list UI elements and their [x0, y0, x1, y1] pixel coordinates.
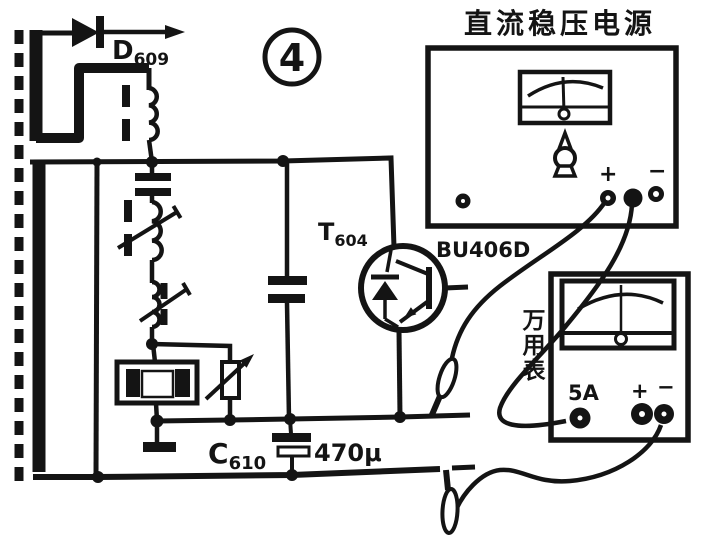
left-return-wire — [93, 161, 100, 478]
multimeter-terminal-5a-hole — [577, 415, 583, 421]
adjustable-coil-3-symbol — [138, 279, 192, 330]
transistor-part-label: BU406D — [436, 238, 530, 262]
mid-branch-wire — [284, 302, 292, 420]
current-arrow-icon — [165, 25, 185, 39]
multimeter-plus-label: + — [631, 379, 649, 403]
psu-minus-label: − — [648, 159, 666, 184]
emitter-wire — [396, 329, 403, 418]
coil-3-adjust-arrow — [138, 287, 189, 323]
wire-psu-to-ammeter — [497, 203, 635, 429]
multimeter-terminal-plus-hole — [639, 411, 645, 417]
ground-bus-wire — [33, 466, 441, 480]
psu-title: 直流稳压电源 — [464, 7, 656, 40]
multimeter-minus-label: − — [657, 375, 675, 399]
diode-D609-symbol — [41, 16, 185, 48]
multimeter-range-label: 5A — [568, 381, 600, 405]
psu-meter-needle — [561, 76, 566, 114]
emitter-arrow-icon — [404, 307, 417, 318]
diode-triangle — [72, 18, 99, 47]
c610-wire — [288, 418, 293, 435]
adjustable-coil-2-symbol — [116, 199, 183, 263]
variable-resistor-symbol — [204, 354, 254, 401]
supply-rail-bus — [156, 412, 471, 424]
psu-terminal-plus-hole — [605, 195, 611, 201]
collector-lead — [395, 259, 429, 276]
banana-plug-2-body — [440, 487, 460, 535]
psu-terminal-aux-hole — [461, 199, 465, 203]
capacitor-value-label: 470μ — [314, 439, 382, 467]
resonator-electrode — [175, 369, 190, 397]
resistor-adjust-arrow — [204, 357, 251, 401]
resonator-plate — [140, 369, 175, 399]
coil-3-arrow-tip — [181, 281, 192, 297]
pot-branch-wire — [151, 341, 233, 362]
figure-number: 4 — [279, 36, 305, 80]
multimeter-meter — [559, 278, 677, 351]
power-supply-panel: + − — [425, 45, 679, 229]
ground-bus-end — [451, 464, 476, 471]
coil-1-symbol — [122, 85, 160, 143]
banana-plug-1[interactable] — [428, 356, 460, 419]
psu-meter — [517, 69, 613, 126]
c610-positive-plate — [272, 433, 311, 442]
base-stub-wire — [444, 284, 469, 291]
capacitor-C610-symbol — [272, 433, 311, 458]
coil-2-turns — [151, 199, 164, 263]
figure-number-badge: 4 — [262, 27, 322, 87]
psu-plus-label: + — [599, 162, 617, 187]
banana-plug-1-tip — [428, 394, 443, 419]
junction-dot — [286, 469, 298, 481]
capacitor-plate — [135, 173, 171, 181]
coil-3-turns — [151, 279, 162, 330]
capacitor-label: C610 — [208, 437, 266, 474]
damper-diode-triangle — [372, 281, 398, 300]
chain-wire — [150, 343, 158, 363]
c610-negative-plate — [276, 445, 311, 458]
psu-knob-base — [552, 164, 578, 178]
psu-knob[interactable] — [552, 128, 578, 178]
junction-dot — [224, 414, 236, 426]
ground-symbol — [143, 442, 176, 452]
psu-terminal-output[interactable] — [623, 188, 643, 208]
diode-cathode-bar — [96, 16, 104, 48]
multimeter-terminal-minus-hole — [661, 411, 667, 417]
figure-badge-circle — [262, 27, 322, 87]
multimeter-label-char: 万 — [523, 308, 546, 334]
capacitor-plate — [268, 294, 305, 303]
damper-diode-lead — [385, 249, 393, 273]
coil-2-adjust-arrow — [116, 210, 179, 250]
capacitor-2-symbol — [268, 276, 307, 303]
psu-meter-scale-arc — [527, 79, 604, 98]
resonator-electrode — [126, 369, 140, 397]
multimeter-panel: 5A + − — [548, 271, 691, 443]
damper-diode-lead — [384, 317, 399, 329]
coil-2-arrow-tip — [171, 204, 183, 220]
resistor-arrow-tip — [239, 354, 254, 368]
coil-1-turns — [148, 85, 160, 143]
banana-plug-2-tip — [443, 469, 451, 491]
capacitor-plate — [268, 276, 307, 285]
capacitor-plate — [135, 188, 171, 196]
transistor-T604-symbol — [358, 243, 469, 333]
psu-meter-pivot — [557, 107, 571, 121]
multimeter-pivot — [614, 332, 628, 346]
banana-plug-1-body — [435, 356, 459, 400]
banana-plug-2[interactable] — [440, 469, 460, 535]
junction-dot — [92, 471, 104, 483]
psu-terminal-minus-hole — [653, 191, 659, 197]
yoke-return-wire — [36, 63, 149, 143]
resonator-symbol — [114, 359, 200, 406]
transistor-label: T604 — [318, 218, 368, 250]
capacitor-1-symbol — [135, 173, 171, 196]
wire-psu-plus-to-circuit — [449, 200, 607, 359]
